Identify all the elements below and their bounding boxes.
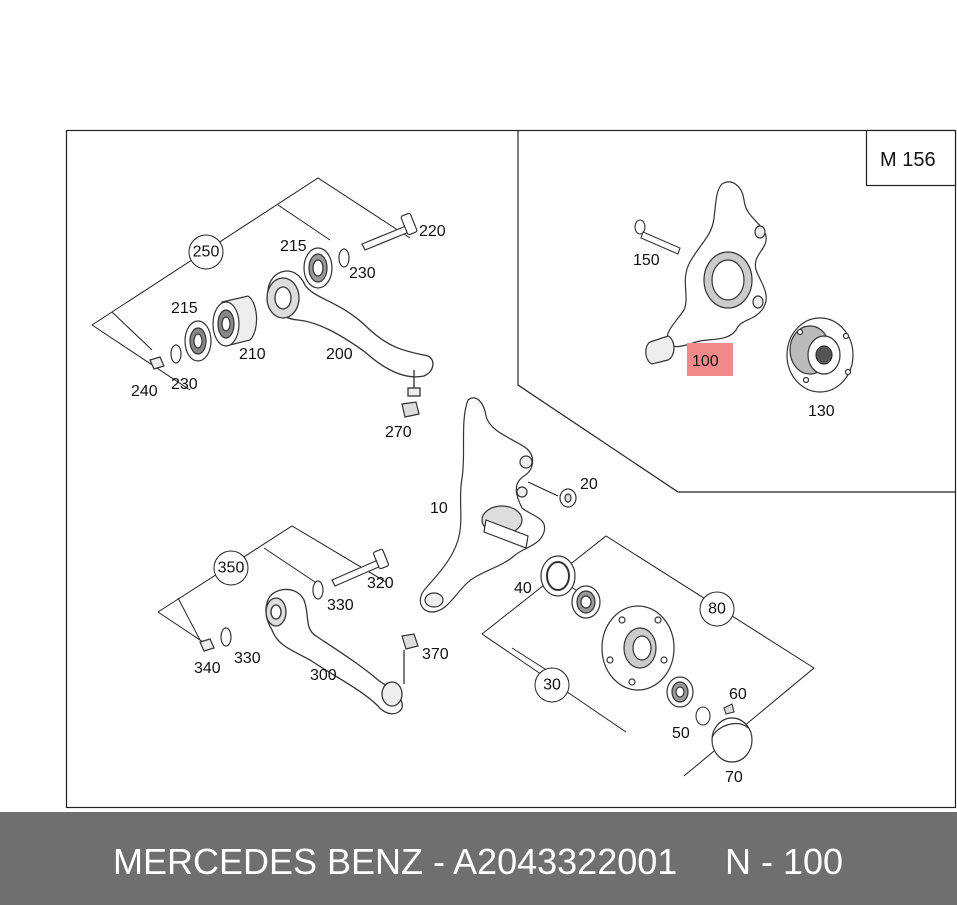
seal-40 bbox=[540, 555, 576, 597]
model-code: M 156 bbox=[880, 149, 936, 171]
callout-80: 80 bbox=[699, 591, 735, 627]
label-215-top: 215 bbox=[280, 238, 307, 255]
label-230-lower: 230 bbox=[171, 376, 198, 393]
label-320: 320 bbox=[367, 575, 394, 592]
label-230-top: 230 bbox=[349, 265, 376, 282]
label-300: 300 bbox=[310, 667, 337, 684]
label-80: 80 bbox=[708, 601, 726, 618]
washer-330-lower bbox=[220, 627, 232, 647]
washer-230-top bbox=[338, 248, 350, 268]
label-40: 40 bbox=[514, 580, 532, 597]
label-20: 20 bbox=[580, 476, 598, 493]
footer-caption: MERCEDES BENZ - A2043322001 N - 100 bbox=[0, 812, 957, 905]
label-250: 250 bbox=[193, 244, 220, 261]
nut-60 bbox=[695, 703, 735, 726]
label-220: 220 bbox=[419, 223, 446, 240]
washer-20 bbox=[559, 488, 577, 508]
label-30: 30 bbox=[543, 677, 561, 694]
diagram-frame bbox=[65, 129, 957, 809]
label-150: 150 bbox=[633, 252, 660, 269]
label-240: 240 bbox=[131, 383, 158, 400]
cap-70 bbox=[711, 717, 753, 763]
label-70: 70 bbox=[725, 769, 743, 786]
label-270: 270 bbox=[385, 424, 412, 441]
callout-30: 30 bbox=[534, 667, 570, 703]
label-50: 50 bbox=[672, 725, 690, 742]
bushing-215-top bbox=[303, 247, 333, 289]
bearing-30 bbox=[571, 585, 601, 619]
control-arm-300 bbox=[265, 588, 405, 715]
bushing-210 bbox=[212, 295, 258, 347]
washer-230-lower bbox=[170, 344, 182, 364]
wheel-hub-130 bbox=[786, 317, 854, 393]
callout-350: 350 bbox=[213, 550, 249, 586]
label-200: 200 bbox=[326, 346, 353, 363]
label-60: 60 bbox=[729, 686, 747, 703]
footer-part-number: MERCEDES BENZ - A2043322001 bbox=[113, 841, 678, 882]
footer-position: N - 100 bbox=[725, 841, 844, 882]
label-130: 130 bbox=[808, 403, 835, 420]
highlight-100 bbox=[687, 343, 733, 376]
bolt-220 bbox=[361, 212, 418, 251]
label-330-lower: 330 bbox=[234, 650, 261, 667]
bolt-150 bbox=[634, 219, 681, 255]
callout-250: 250 bbox=[188, 234, 224, 270]
steering-knuckle-100 bbox=[645, 181, 767, 365]
label-340: 340 bbox=[194, 660, 221, 677]
bushing-215-lower bbox=[184, 320, 212, 362]
label-100: 100 bbox=[692, 353, 719, 370]
bearing-50 bbox=[666, 676, 694, 708]
wheel-hub-80 bbox=[601, 605, 675, 691]
nut-340 bbox=[199, 638, 215, 652]
steering-knuckle-10 bbox=[419, 397, 546, 613]
nut-240 bbox=[149, 356, 165, 370]
label-370: 370 bbox=[422, 646, 449, 663]
label-215-lower: 215 bbox=[171, 300, 198, 317]
label-330-top: 330 bbox=[327, 597, 354, 614]
label-10: 10 bbox=[430, 500, 448, 517]
suspension-exploded-diagram: M 156 bbox=[65, 129, 957, 809]
footer-bar: MERCEDES BENZ - A2043322001 N - 100 bbox=[0, 812, 957, 905]
nut-370 bbox=[401, 633, 419, 650]
washer-330-top bbox=[312, 580, 324, 600]
bolt-320 bbox=[331, 548, 390, 587]
group-250-leaders bbox=[91, 177, 411, 391]
label-210: 210 bbox=[239, 346, 266, 363]
label-350: 350 bbox=[218, 560, 245, 577]
nut-270 bbox=[401, 401, 420, 418]
inset-border bbox=[517, 130, 956, 493]
control-arm-200 bbox=[266, 270, 434, 397]
center-leader-lines bbox=[527, 481, 559, 497]
model-code-box bbox=[865, 129, 957, 187]
